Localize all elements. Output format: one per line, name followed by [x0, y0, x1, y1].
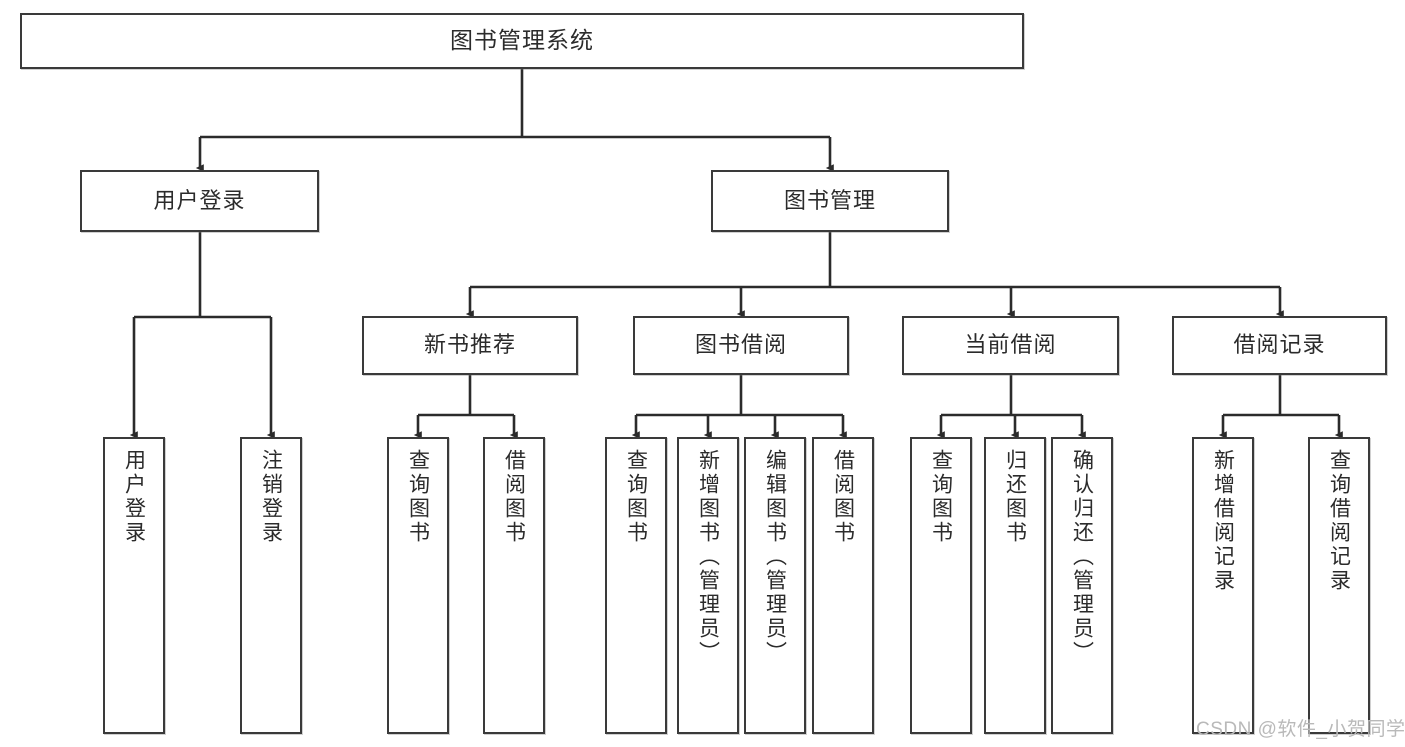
node-label: 当前借阅	[964, 332, 1057, 358]
node-current-borrow[interactable]: 当前借阅	[902, 316, 1119, 375]
node-user-login[interactable]: 用户登录	[80, 170, 319, 232]
node-label: 查询图书	[624, 449, 648, 545]
node-root-system[interactable]: 图书管理系统	[20, 13, 1024, 69]
node-leaf-query-book-recommend[interactable]: 查询图书	[387, 437, 449, 734]
node-leaf-user-logout[interactable]: 注销登录	[240, 437, 302, 734]
node-label: 查询图书	[929, 449, 953, 545]
node-label: 借阅图书	[502, 449, 526, 545]
node-label: 注销登录	[259, 449, 283, 545]
node-leaf-query-book-current[interactable]: 查询图书	[910, 437, 972, 734]
node-label: 图书管理	[783, 187, 876, 213]
node-leaf-query-book-borrow[interactable]: 查询图书	[605, 437, 667, 734]
node-label: 借阅记录	[1233, 332, 1326, 358]
node-label: 归还图书	[1003, 449, 1027, 545]
node-new-book-recommend[interactable]: 新书推荐	[362, 316, 578, 375]
node-leaf-query-borrow-record[interactable]: 查询借阅记录	[1308, 437, 1370, 734]
node-leaf-borrow-book-recommend[interactable]: 借阅图书	[483, 437, 545, 734]
node-label: 查询图书	[406, 449, 430, 545]
node-book-borrow[interactable]: 图书借阅	[633, 316, 849, 375]
node-label: 用户登录	[153, 187, 246, 213]
node-leaf-add-book-admin[interactable]: 新增图书（管理员）	[677, 437, 739, 734]
node-leaf-edit-book-admin[interactable]: 编辑图书（管理员）	[744, 437, 806, 734]
node-leaf-confirm-return-admin[interactable]: 确认归还（管理员）	[1051, 437, 1113, 734]
node-label: 新书推荐	[423, 332, 516, 358]
node-leaf-return-book[interactable]: 归还图书	[984, 437, 1046, 734]
csdn-watermark: CSDN @软件_小贺同学	[1196, 719, 1405, 740]
node-borrow-record[interactable]: 借阅记录	[1172, 316, 1387, 375]
node-label: 图书借阅	[694, 332, 787, 358]
node-label: 图书管理系统	[450, 27, 594, 54]
node-book-manage[interactable]: 图书管理	[711, 170, 949, 232]
node-label: 新增图书（管理员）	[696, 449, 720, 665]
node-label: 编辑图书（管理员）	[763, 449, 787, 665]
node-label: 新增借阅记录	[1211, 449, 1235, 593]
node-leaf-add-borrow-record[interactable]: 新增借阅记录	[1192, 437, 1254, 734]
node-leaf-user-login[interactable]: 用户登录	[103, 437, 165, 734]
node-leaf-borrow-book[interactable]: 借阅图书	[812, 437, 874, 734]
node-label: 用户登录	[122, 449, 146, 545]
node-label: 确认归还（管理员）	[1070, 449, 1094, 665]
node-label: 借阅图书	[831, 449, 855, 545]
node-label: 查询借阅记录	[1327, 449, 1351, 593]
